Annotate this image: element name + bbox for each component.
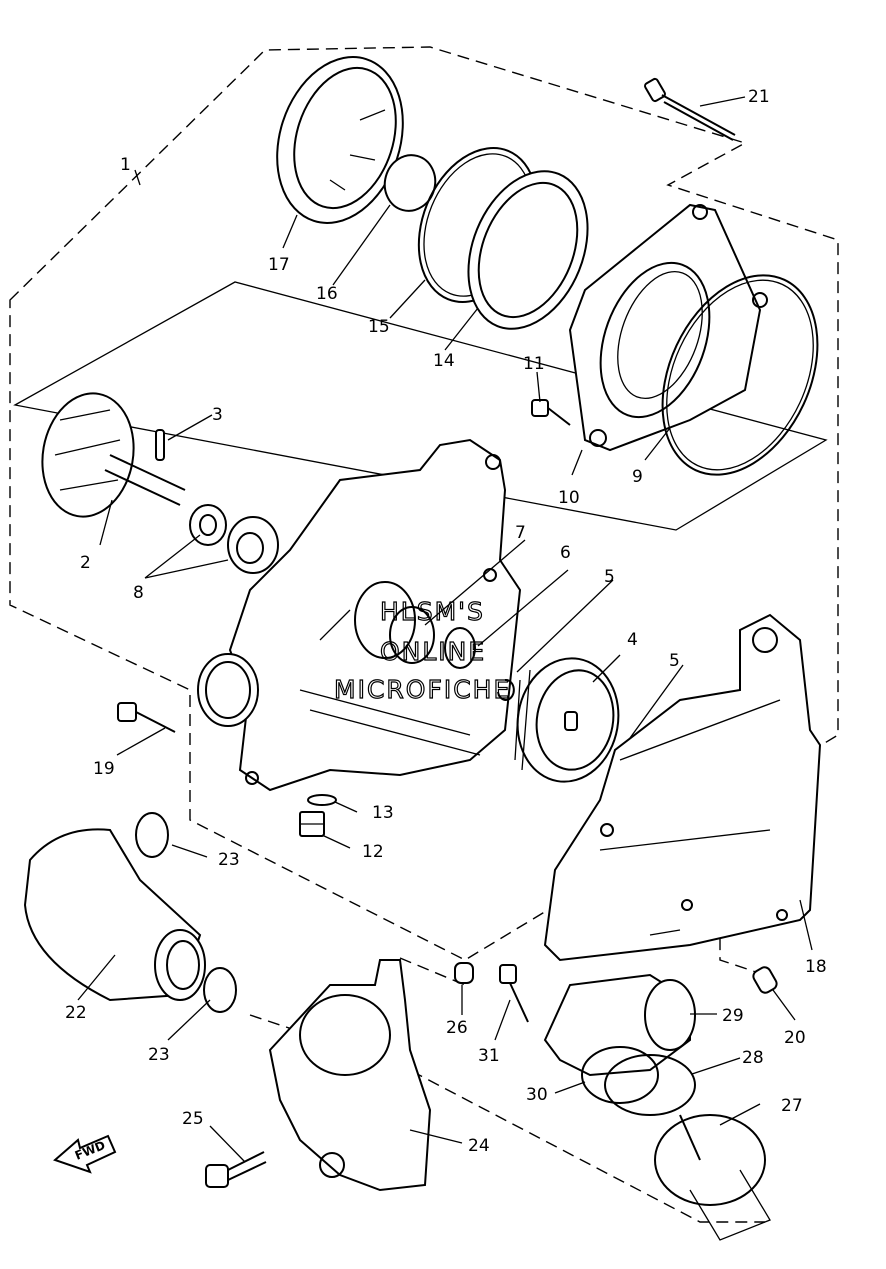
callout-3: 3 [212, 405, 223, 425]
callout-2: 2 [80, 553, 91, 573]
callout-16: 16 [316, 284, 338, 304]
callout-7: 7 [515, 523, 526, 543]
callout-28: 28 [742, 1048, 764, 1068]
watermark-line-2: ONLINE [380, 637, 486, 666]
bolt-21 [644, 77, 736, 141]
pin-3 [155, 429, 165, 461]
ring-28 [604, 1054, 696, 1116]
callout-26: 26 [446, 1018, 468, 1038]
seal-14 [467, 170, 589, 330]
callout-5b: 5 [669, 651, 680, 671]
callout-23b: 23 [148, 1045, 170, 1065]
gasket-18 [543, 613, 822, 962]
watermark-line-3: MICROFICHE [334, 675, 511, 704]
bolt-25 [205, 1151, 267, 1188]
gear-4 [514, 657, 620, 783]
callout-11: 11 [523, 354, 545, 374]
bolt-19 [117, 702, 176, 733]
callout-21: 21 [748, 87, 770, 107]
circlip-5-upper [497, 678, 515, 701]
callout-14: 14 [433, 351, 455, 371]
pipe-22 [23, 828, 206, 1002]
cover-29 [543, 973, 696, 1077]
callout-17: 17 [268, 255, 290, 275]
callout-23a: 23 [218, 850, 240, 870]
oring-13 [307, 794, 337, 806]
plug-12 [299, 811, 325, 837]
leader-lines [77, 96, 813, 1163]
assembly-boundary [9, 46, 839, 961]
callout-19: 19 [93, 759, 115, 779]
callout-27: 27 [781, 1096, 803, 1116]
seal-17 [276, 56, 404, 224]
screw-11 [531, 399, 571, 426]
callout-31: 31 [478, 1046, 500, 1066]
callout-24: 24 [468, 1136, 490, 1156]
ring-30 [581, 1046, 659, 1104]
oring-23a [135, 812, 169, 858]
pump-housing [228, 438, 522, 792]
callout-10: 10 [558, 488, 580, 508]
callout-20: 20 [784, 1028, 806, 1048]
dowel-20 [752, 966, 778, 994]
callout-25: 25 [182, 1109, 204, 1129]
oring-23b [203, 967, 237, 1013]
callout-29: 29 [722, 1006, 744, 1026]
cap-26 [454, 962, 474, 984]
callout-12: 12 [362, 842, 384, 862]
callout-22: 22 [65, 1003, 87, 1023]
fwd-arrow-icon: FWD [53, 1134, 117, 1174]
callout-4: 4 [627, 630, 638, 650]
callout-18: 18 [805, 957, 827, 977]
outlet-stub [197, 653, 259, 727]
callout-6: 6 [560, 543, 571, 563]
callout-30: 30 [526, 1085, 548, 1105]
watermark-line-1: HLSM'S [380, 597, 485, 626]
bearings-8 [189, 504, 279, 574]
callout-13: 13 [372, 803, 394, 823]
oring-9 [661, 274, 819, 476]
callout-1: 1 [120, 155, 131, 175]
callout-15: 15 [368, 317, 390, 337]
callout-8: 8 [133, 583, 144, 603]
impeller-2 [41, 392, 186, 518]
bolt-31 [499, 964, 529, 1023]
callout-5a: 5 [604, 567, 615, 587]
callout-9: 9 [632, 467, 643, 487]
cover-10 [568, 203, 768, 452]
thermostat-27 [654, 1114, 771, 1241]
watermark: HLSM'S ONLINE MICROFICHE [333, 596, 511, 704]
callout-labels: 1 2 3 4 5 5 6 7 8 9 10 11 12 13 14 15 16… [65, 87, 827, 1156]
housing-24 [268, 959, 432, 1192]
